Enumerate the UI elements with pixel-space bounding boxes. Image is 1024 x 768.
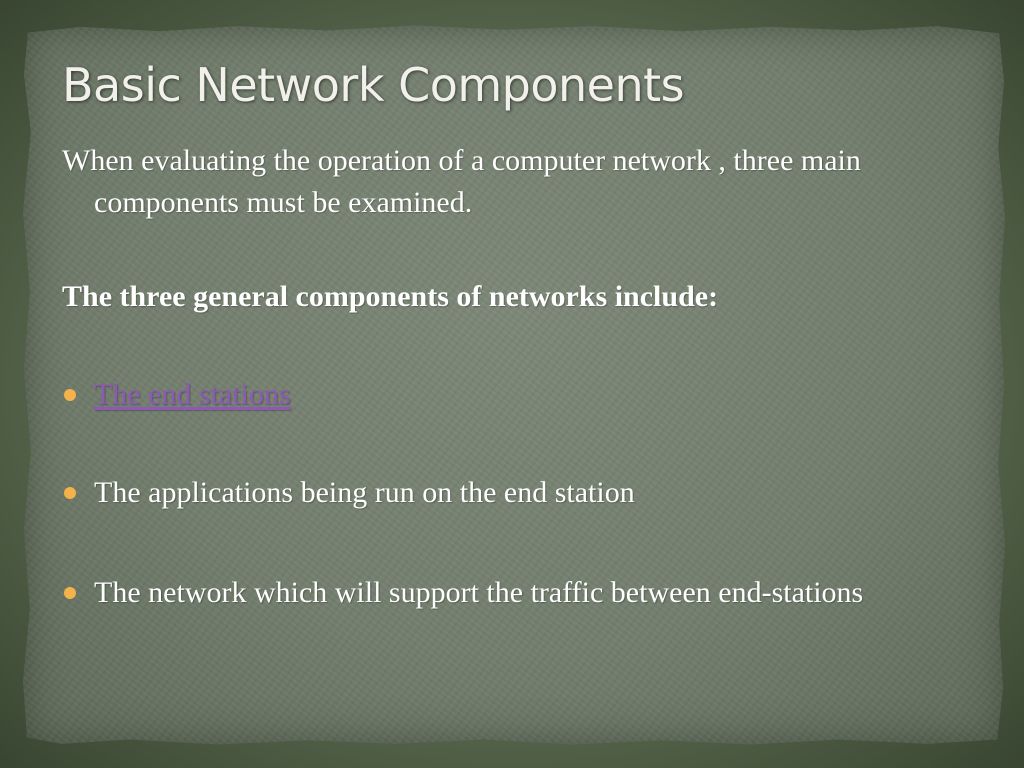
intro-paragraph: When evaluating the operation of a compu… xyxy=(62,144,861,219)
list-item-text: The applications being run on the end st… xyxy=(94,476,635,509)
list-item: The applications being run on the end st… xyxy=(62,472,972,514)
end-stations-link[interactable]: The end stations xyxy=(94,378,291,411)
bullet-dot-icon xyxy=(64,487,76,499)
bullet-dot-icon xyxy=(64,587,76,599)
list-item: The end stations xyxy=(62,374,972,416)
slide-content: When evaluating the operation of a compu… xyxy=(62,140,972,614)
parchment-background xyxy=(22,25,1006,745)
components-heading: The three general components of networks… xyxy=(62,280,719,313)
slide-title: Basic Network Components xyxy=(62,58,685,112)
list-item: The network which will support the traff… xyxy=(62,572,972,614)
bullet-list: The end stations The applications being … xyxy=(62,374,972,614)
bullet-dot-icon xyxy=(64,389,76,401)
list-item-text: The network which will support the traff… xyxy=(94,576,864,609)
